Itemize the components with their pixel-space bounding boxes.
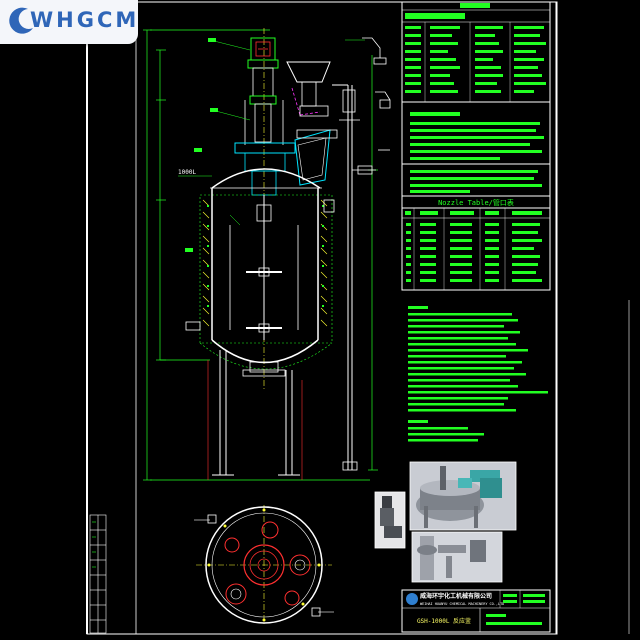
render-inset-bottom [411,531,503,583]
technical-requirements-block [401,101,551,197]
title-block: 威海环宇化工机械有限公司 WEIHAI HUANYU CHEMICAL MACH… [401,589,551,633]
render-inset-main [409,461,517,531]
left-revision-strip [89,514,107,634]
vessel-elevation-view: 1000L [143,28,391,481]
svg-text:1000L: 1000L [178,169,196,176]
drawing-number: GSH-1000L 反应釜 [417,617,471,625]
design-data-table [401,1,551,103]
nozzle-table-title: Nozzle Table/管口表 [438,198,514,207]
company-name-en: WEIHAI HUANYU CHEMICAL MACHINERY CO.,LTD [420,602,504,606]
nozzle-table: Nozzle Table/管口表 [401,195,551,291]
crescent-logo-icon [9,7,33,34]
vessel-plan-view [194,505,334,625]
company-name: 威海环宇化工机械有限公司 [420,592,492,600]
technical-notes-text [408,306,548,442]
brand-logo-card[interactable]: WHGCM [0,0,138,44]
render-inset-valve [374,491,406,549]
brand-logo-text: WHGCM [30,8,140,32]
